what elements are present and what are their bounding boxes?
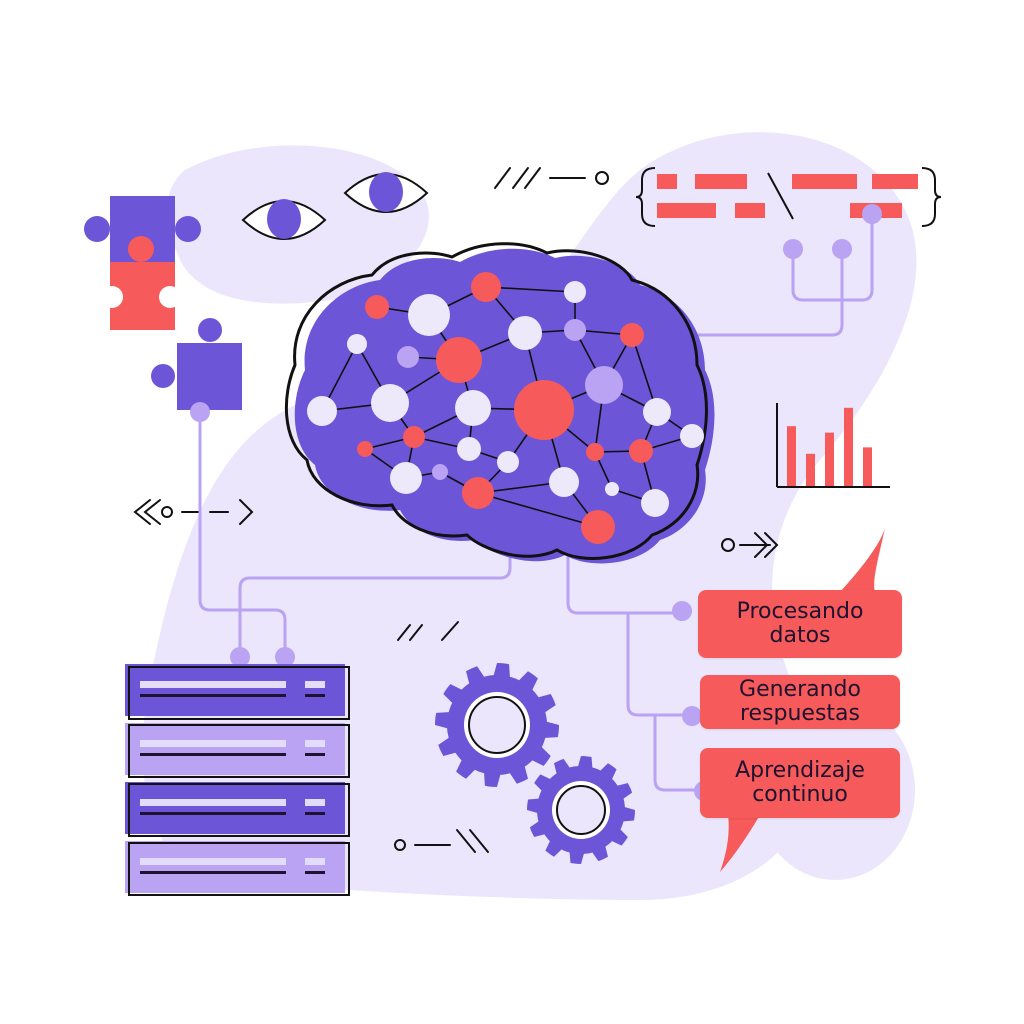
label-line: datos <box>769 623 831 648</box>
eye-icon <box>241 199 327 240</box>
puzzle-piece-icon <box>151 318 242 410</box>
speech-bubble-icon <box>720 815 760 872</box>
chart-bar <box>844 407 853 486</box>
status-label-processing: Procesando datos <box>698 590 902 658</box>
status-label-learning: Aprendizaje continuo <box>700 748 900 818</box>
brain-network-icon <box>284 242 715 564</box>
decorative-strokes <box>133 167 779 853</box>
chart-bar <box>787 426 796 486</box>
bar-chart-icon <box>776 403 890 488</box>
chart-bar <box>806 453 815 486</box>
chart-bar <box>825 432 834 486</box>
label-line: Generando <box>739 677 861 702</box>
connector-lines <box>198 213 874 792</box>
gear-icon <box>527 756 635 864</box>
server-rack-icon <box>125 664 350 896</box>
label-line: Aprendizaje <box>735 758 865 783</box>
eye-icon <box>343 172 429 213</box>
speech-bubble-icon <box>840 528 885 592</box>
label-line: respuestas <box>739 701 861 726</box>
label-line: continuo <box>752 782 848 807</box>
brain-nodes <box>307 272 704 544</box>
chart-bar <box>863 447 872 486</box>
label-line: Procesando <box>736 599 864 624</box>
status-label-generating: Generando respuestas <box>700 675 900 729</box>
gear-icon <box>435 663 559 787</box>
puzzle-piece-icon <box>84 196 201 330</box>
